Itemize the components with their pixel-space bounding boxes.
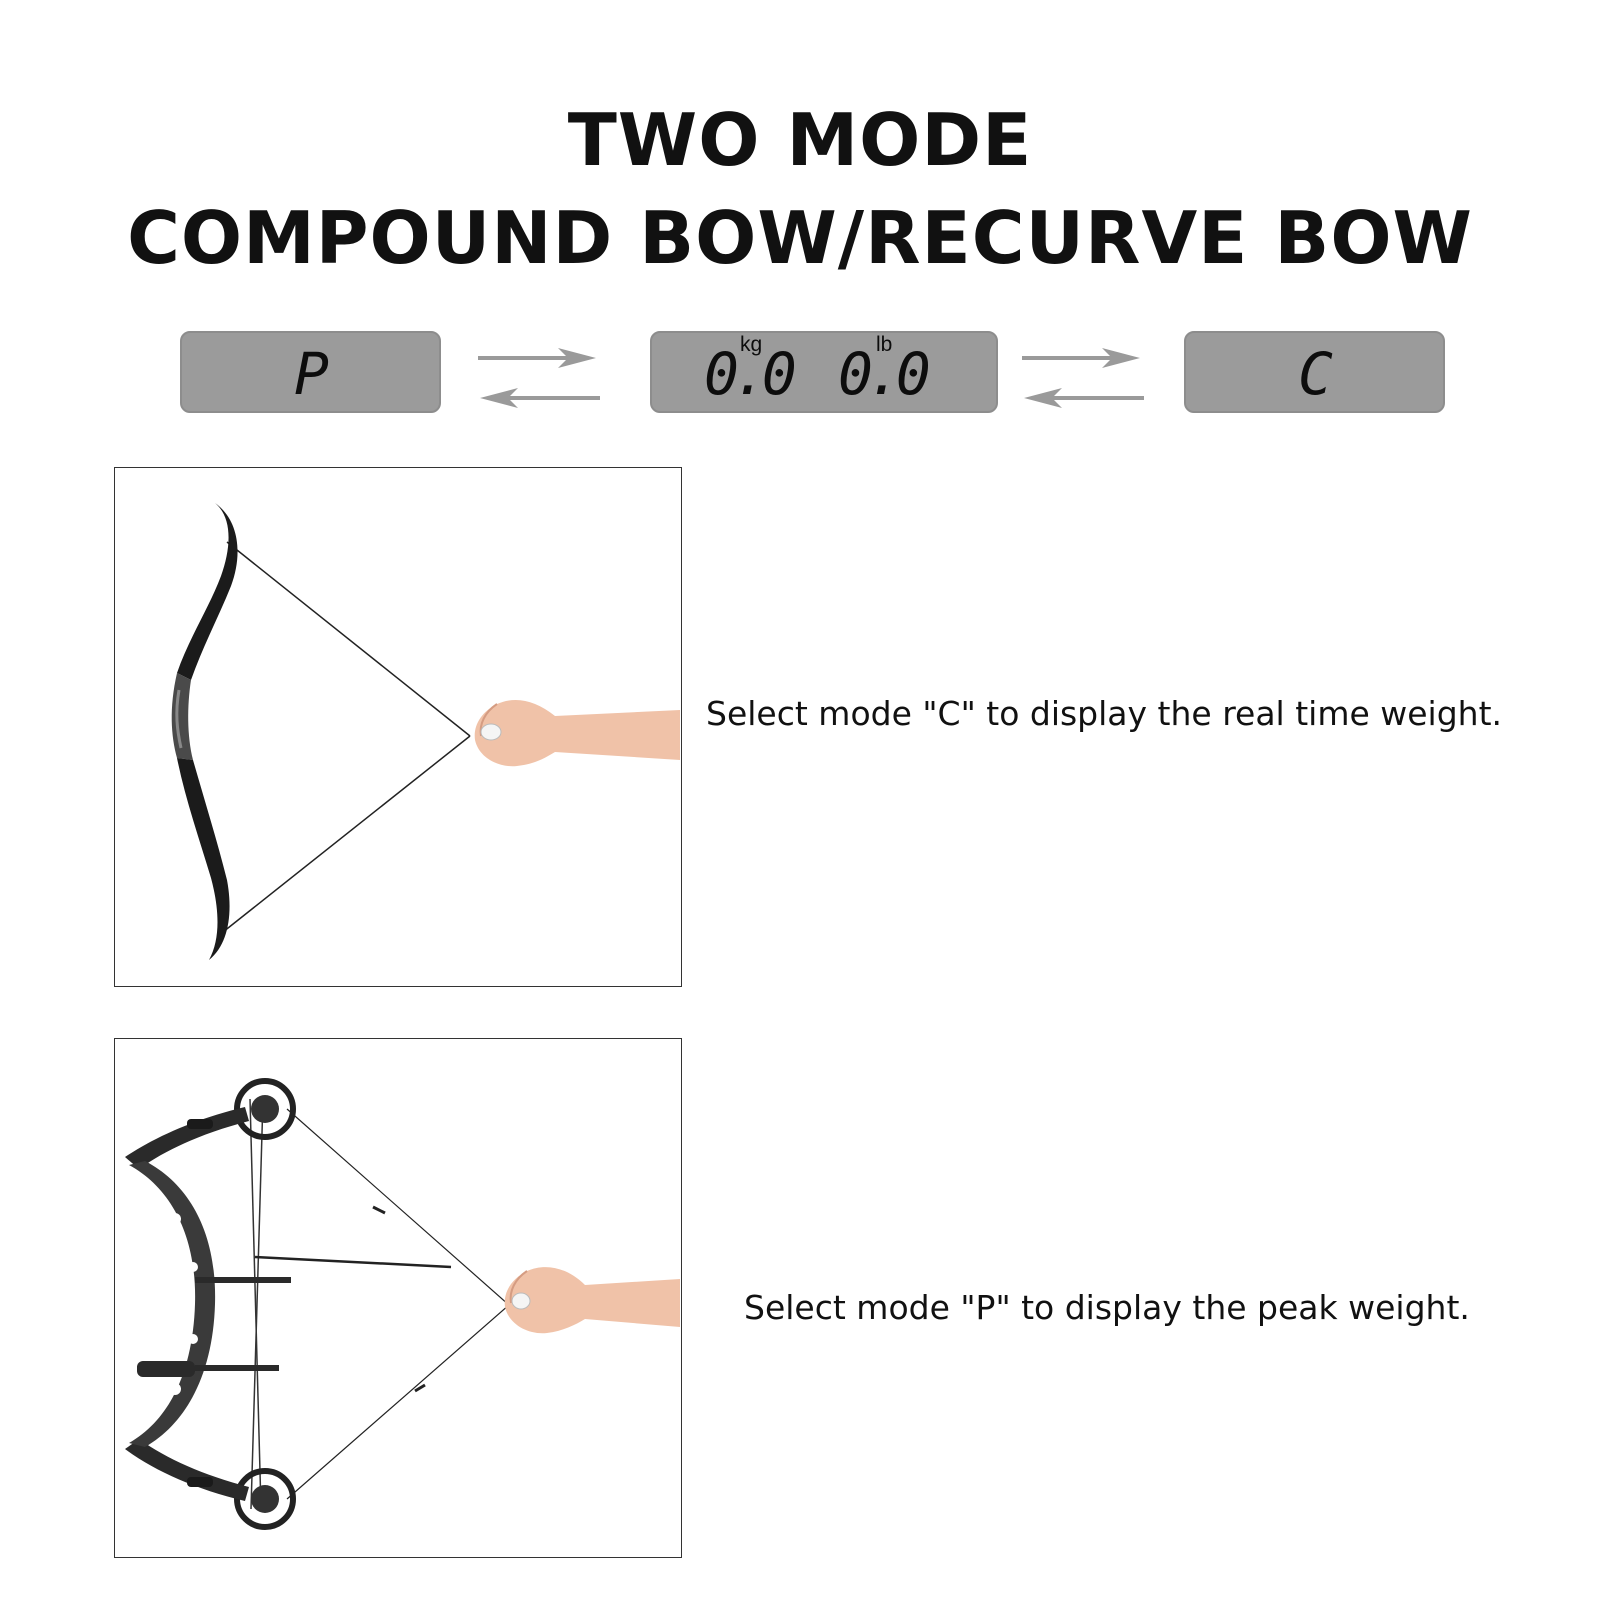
- lcd-display-peak: P: [180, 331, 441, 413]
- lcd-display-weight: kg lb 0.0 0.0: [650, 331, 998, 413]
- title-line-2: COMPOUND BOW/RECURVE BOW: [127, 196, 1473, 280]
- lcd-char-peak: P: [294, 340, 329, 408]
- recurve-bow-image: [114, 467, 682, 987]
- kg-unit-label: kg: [740, 333, 763, 356]
- recurve-caption: Select mode "C" to display the real time…: [706, 694, 1503, 733]
- compound-bow-illustration: [125, 1078, 680, 1530]
- kg-value: 0.0: [704, 340, 797, 408]
- compound-caption: Select mode "P" to display the peak weig…: [744, 1288, 1470, 1327]
- recurve-bow-illustration: [171, 503, 680, 960]
- compound-bow-image: [114, 1038, 682, 1558]
- swap-arrows-icon: [1022, 348, 1144, 408]
- lb-value: 0.0: [838, 340, 931, 408]
- lcd-char-current: C: [1298, 340, 1333, 408]
- lcd-display-current: C: [1184, 331, 1445, 413]
- lb-unit-label: lb: [876, 333, 893, 356]
- swap-arrows-icon: [478, 348, 600, 408]
- title-line-1: TWO MODE: [567, 98, 1033, 182]
